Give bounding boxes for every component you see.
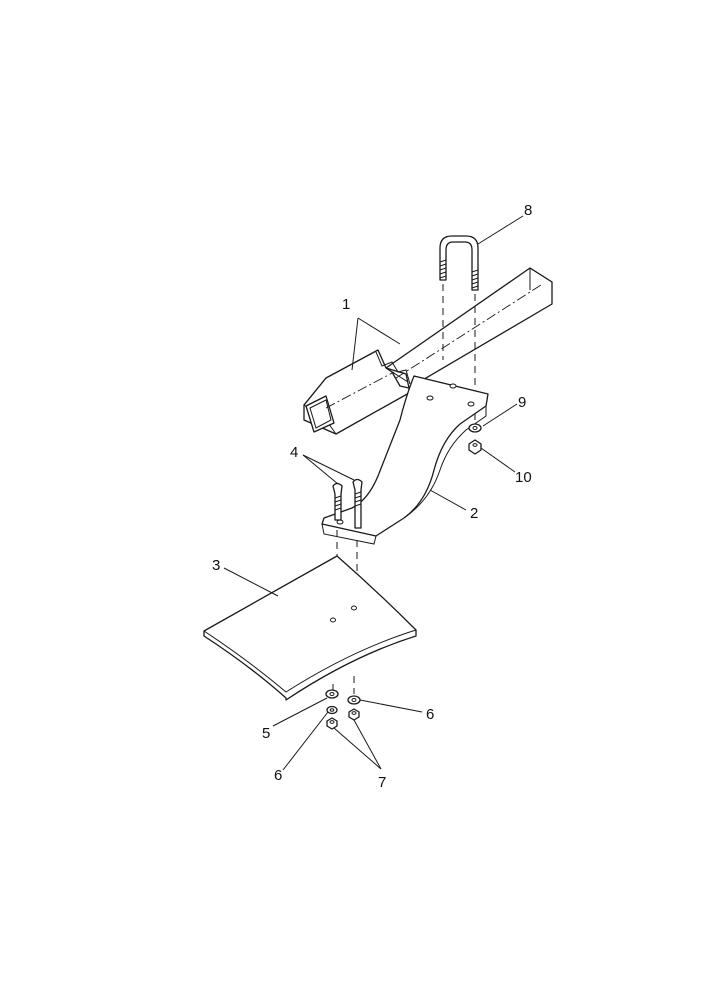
- callout-6-right: 6: [426, 706, 434, 723]
- callout-4: 4: [290, 444, 298, 461]
- wear-plate: [203, 555, 417, 701]
- callout-6-left: 6: [274, 767, 282, 784]
- callout-1: 1: [342, 296, 350, 313]
- callout-2: 2: [470, 505, 478, 522]
- callout-10: 10: [515, 469, 532, 486]
- callout-8: 8: [524, 202, 532, 219]
- offset-bracket: [321, 375, 489, 545]
- callout-9: 9: [518, 394, 526, 411]
- callout-labels: 1 2 3 4 5 6 6 7 8 9 10: [212, 202, 532, 791]
- u-bolt-hardware: [468, 423, 482, 455]
- callout-5: 5: [262, 725, 270, 742]
- plate-hardware: [325, 689, 361, 730]
- leader-lines: [223, 215, 524, 771]
- callout-3: 3: [212, 557, 220, 574]
- callout-7: 7: [378, 774, 386, 791]
- u-bolt: [439, 235, 479, 420]
- square-tube-beam: [303, 267, 553, 435]
